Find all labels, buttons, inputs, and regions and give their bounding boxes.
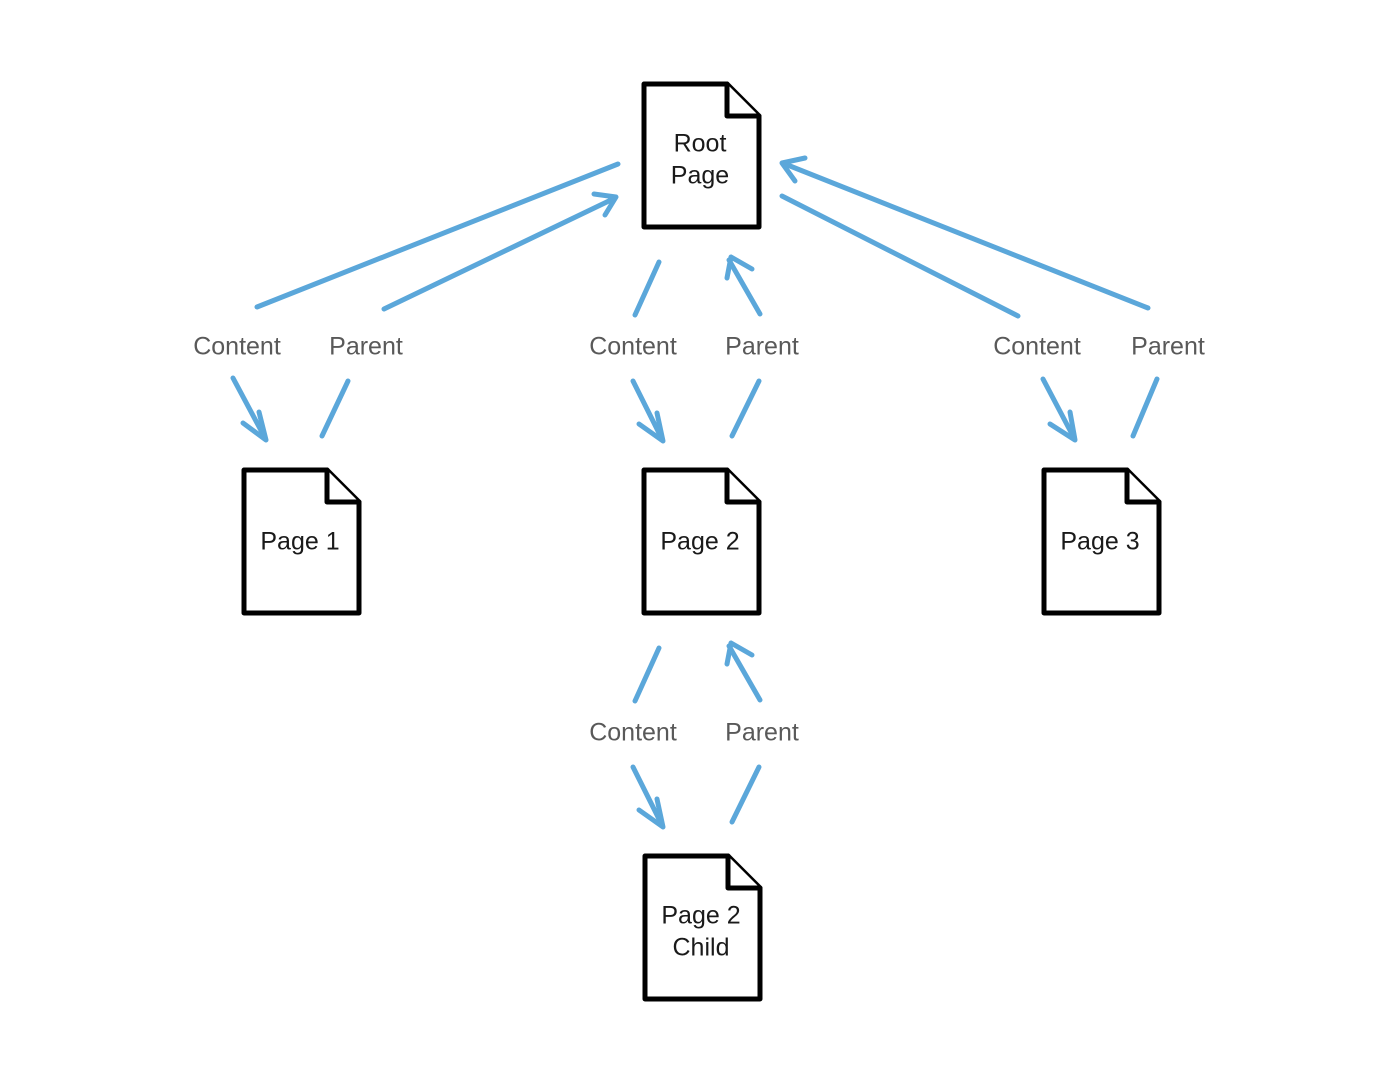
arrowhead-icon (636, 796, 666, 830)
node-root-page[interactable]: Root Page (641, 81, 762, 230)
edge-segment-lower (729, 764, 762, 825)
node-page-1[interactable]: Page 1 (241, 467, 362, 616)
node-page-2-child[interactable]: Page 2 Child (642, 853, 763, 1002)
edge-segment-lower (729, 378, 762, 439)
node-label-line-1: Root (674, 130, 727, 158)
node-label-line-2: Page (671, 162, 729, 190)
page-fold-icon (324, 467, 362, 505)
edge-page2-parent-root[interactable] (724, 254, 763, 439)
edge-label-page2-content-child: Content (589, 719, 677, 747)
arrowhead-icon (724, 640, 755, 667)
edge-segment-lower (1040, 376, 1076, 439)
edge-page2-content-child[interactable] (630, 645, 666, 830)
node-label-line-1: Page 2 (660, 528, 739, 556)
arrowhead-icon (724, 254, 755, 281)
node-layer: Root Page Page 1 Page 2 Page 3 (241, 81, 1162, 1002)
node-page-3[interactable]: Page 3 (1041, 467, 1162, 616)
edge-segment-lower (630, 378, 664, 440)
edge-root-content-page3[interactable] (779, 193, 1078, 443)
edge-label-page3-parent-root: Parent (1131, 333, 1205, 361)
edge-segment-upper (254, 161, 621, 310)
page-fold-icon (725, 853, 763, 891)
document-page-icon (641, 467, 762, 616)
edge-child-parent-page2[interactable] (724, 640, 763, 825)
node-label-line-1: Page 1 (260, 528, 339, 556)
edge-segment-upper (779, 193, 1021, 319)
arrowhead-icon (636, 410, 666, 444)
edge-segment-lower (230, 375, 267, 439)
edge-label-root-content-page2: Content (589, 333, 677, 361)
edge-layer (230, 155, 1160, 830)
edge-segment-lower (319, 378, 351, 439)
edge-segment-upper (632, 645, 662, 704)
edge-segment-upper (381, 196, 616, 312)
node-label-line-2: Child (673, 934, 730, 962)
edge-label-page2-parent-root: Parent (725, 333, 799, 361)
page-fold-icon (1124, 467, 1162, 505)
node-label-line-1: Page 3 (1060, 528, 1139, 556)
document-page-icon (241, 467, 362, 616)
document-page-icon (641, 81, 762, 230)
arrowhead-icon (1047, 409, 1078, 443)
edge-segment-upper (782, 161, 1151, 311)
edge-label-layer: Content Parent Content Parent Content Pa… (193, 333, 1205, 747)
edge-label-page1-parent-root: Parent (329, 333, 403, 361)
edge-segment-upper (632, 259, 662, 318)
edge-label-child-parent-page2: Parent (725, 719, 799, 747)
edge-segment-lower (630, 764, 664, 826)
page-fold-icon (724, 81, 762, 119)
arrowhead-icon (779, 155, 808, 184)
node-page-2[interactable]: Page 2 (641, 467, 762, 616)
edge-label-root-content-page3: Content (993, 333, 1081, 361)
edge-page3-parent-root[interactable] (779, 155, 1160, 439)
edge-segment-upper (726, 643, 763, 703)
edge-label-root-content-page1: Content (193, 333, 281, 361)
arrowhead-icon (591, 191, 619, 218)
page-fold-icon (724, 467, 762, 505)
edge-root-content-page1[interactable] (230, 161, 621, 443)
edge-segment-lower (1130, 376, 1160, 439)
document-page-icon (1041, 467, 1162, 616)
edge-root-content-page2[interactable] (630, 259, 666, 444)
arrowhead-icon (240, 409, 269, 443)
edge-segment-upper (726, 257, 763, 317)
document-page-icon (642, 853, 763, 1002)
edge-page1-parent-root[interactable] (319, 191, 619, 439)
node-label-line-1: Page 2 (661, 902, 740, 930)
